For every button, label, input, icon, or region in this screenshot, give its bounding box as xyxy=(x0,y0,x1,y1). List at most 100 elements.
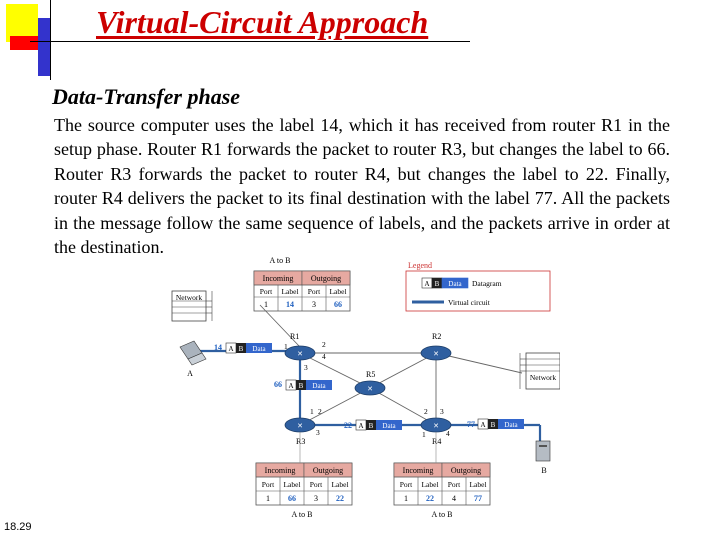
svg-text:✕: ✕ xyxy=(433,422,439,430)
r4-port-out-header: Port xyxy=(448,480,461,489)
direction-label-top: A to B xyxy=(270,256,291,265)
r1-port-out-header: Port xyxy=(308,287,321,296)
r3-label-out-header: Label xyxy=(331,480,348,489)
r3-port-1: 1 xyxy=(310,407,314,416)
r4-in-port: 1 xyxy=(404,494,408,503)
packet-22: 22 A B Data xyxy=(344,419,402,431)
router-r2-label: R2 xyxy=(432,332,441,341)
packet-22-b: B xyxy=(369,422,374,430)
decor-yellow-square xyxy=(6,4,38,42)
decor-horizontal-line xyxy=(30,41,470,42)
router-r5: ✕ R5 xyxy=(354,370,386,396)
svg-text:✕: ✕ xyxy=(297,350,303,358)
router-r2: ✕ R2 xyxy=(420,332,452,361)
r1-outgoing-header: Outgoing xyxy=(311,274,341,283)
slide-title: Virtual-Circuit Approach xyxy=(96,4,429,40)
slide-subtitle: Data-Transfer phase xyxy=(52,84,241,109)
host-a-label: A xyxy=(187,369,193,378)
r1-port-3: 3 xyxy=(304,363,308,372)
decor-vertical-line xyxy=(50,0,51,80)
legend-packet-data: Data xyxy=(448,280,462,288)
packet-14-data: Data xyxy=(252,345,266,353)
r4-outgoing-header: Outgoing xyxy=(451,466,481,475)
router-r3-label: R3 xyxy=(296,437,305,446)
packet-77-a: A xyxy=(480,421,485,429)
r1-label-out-header: Label xyxy=(329,287,346,296)
r3-port-2: 2 xyxy=(318,407,322,416)
packet-77: 77 A B Data xyxy=(467,418,524,430)
r1-out-port: 3 xyxy=(312,300,316,309)
r4-port-1: 1 xyxy=(422,430,426,439)
svg-text:✕: ✕ xyxy=(433,350,439,358)
packet-66: 66 A B Data xyxy=(274,379,332,391)
packet-14-a: A xyxy=(228,345,233,353)
packet-66-b: B xyxy=(299,382,304,390)
r1-incoming-header: Incoming xyxy=(263,274,294,283)
r3-port-3: 3 xyxy=(316,428,320,437)
network-links xyxy=(259,304,523,426)
svg-text:✕: ✕ xyxy=(367,385,373,393)
r4-out-label: 77 xyxy=(474,494,482,503)
packet-77-b: B xyxy=(491,421,496,429)
packet-22-data: Data xyxy=(382,422,396,430)
packet-77-data: Data xyxy=(504,421,518,429)
decor-blue-bar xyxy=(38,18,50,76)
packet-22-label: 22 xyxy=(344,421,352,430)
host-b-label: B xyxy=(541,466,546,475)
r3-label-in-header: Label xyxy=(283,480,300,489)
r1-port-in-header: Port xyxy=(260,287,273,296)
table-r4: Incoming Outgoing Port Label Port Label … xyxy=(393,462,491,506)
network-left-label: Network xyxy=(176,293,202,302)
packet-14-label: 14 xyxy=(214,343,222,352)
packet-77-label: 77 xyxy=(467,420,475,429)
table-r3: Incoming Outgoing Port Label Port Label … xyxy=(255,462,353,506)
packet-66-a: A xyxy=(288,382,293,390)
packet-66-label: 66 xyxy=(274,380,282,389)
direction-label-r4: A to B xyxy=(432,510,453,519)
r1-port-2: 2 xyxy=(322,340,326,349)
r3-out-label: 22 xyxy=(336,494,344,503)
r4-incoming-header: Incoming xyxy=(403,466,434,475)
r4-label-out-header: Label xyxy=(469,480,486,489)
r3-out-port: 3 xyxy=(314,494,318,503)
port-numbers: 1 2 4 3 1 2 3 2 3 1 4 xyxy=(284,340,450,439)
table-r1: Incoming Outgoing Port Label Port Label … xyxy=(253,270,351,312)
legend-packet-a: A xyxy=(424,280,429,288)
r1-out-label: 66 xyxy=(334,300,342,309)
r1-label-in-header: Label xyxy=(281,287,298,296)
network-left: Network xyxy=(171,290,213,322)
r1-in-port: 1 xyxy=(264,300,268,309)
slide-body: The source computer uses the label 14, w… xyxy=(54,115,670,258)
r1-port-1: 1 xyxy=(284,342,288,351)
direction-label-r3: A to B xyxy=(292,510,313,519)
packet-14-b: B xyxy=(239,345,244,353)
r4-out-port: 4 xyxy=(452,494,456,503)
r3-in-port: 1 xyxy=(266,494,270,503)
r1-port-4: 4 xyxy=(322,352,326,361)
r3-in-label: 66 xyxy=(288,494,296,503)
r4-port-3: 3 xyxy=(440,407,444,416)
router-r1: ✕ R1 xyxy=(284,332,316,361)
r3-port-in-header: Port xyxy=(262,480,275,489)
slide-number: 18.29 xyxy=(4,521,32,533)
r3-incoming-header: Incoming xyxy=(265,466,296,475)
legend: Legend A B Data Datagram Virtual circuit xyxy=(405,261,551,312)
router-r1-label: R1 xyxy=(290,332,299,341)
r3-port-out-header: Port xyxy=(310,480,323,489)
packet-22-a: A xyxy=(358,422,363,430)
legend-virtual-circuit: Virtual circuit xyxy=(448,298,491,307)
network-right: Network xyxy=(519,352,560,390)
legend-title: Legend xyxy=(408,261,432,270)
r3-outgoing-header: Outgoing xyxy=(313,466,343,475)
router-r5-label: R5 xyxy=(366,370,375,379)
router-r3: ✕ R3 xyxy=(284,417,316,446)
r4-label-in-header: Label xyxy=(421,480,438,489)
r4-port-4: 4 xyxy=(446,429,450,438)
r4-port-2: 2 xyxy=(424,407,428,416)
network-right-label: Network xyxy=(530,373,556,382)
svg-text:✕: ✕ xyxy=(297,422,303,430)
r4-port-in-header: Port xyxy=(400,480,413,489)
host-b: B xyxy=(535,440,551,475)
legend-datagram: Datagram xyxy=(472,279,502,288)
vc-data-transfer-figure: A to B Incoming Outgoing Port Label Port… xyxy=(171,256,560,519)
